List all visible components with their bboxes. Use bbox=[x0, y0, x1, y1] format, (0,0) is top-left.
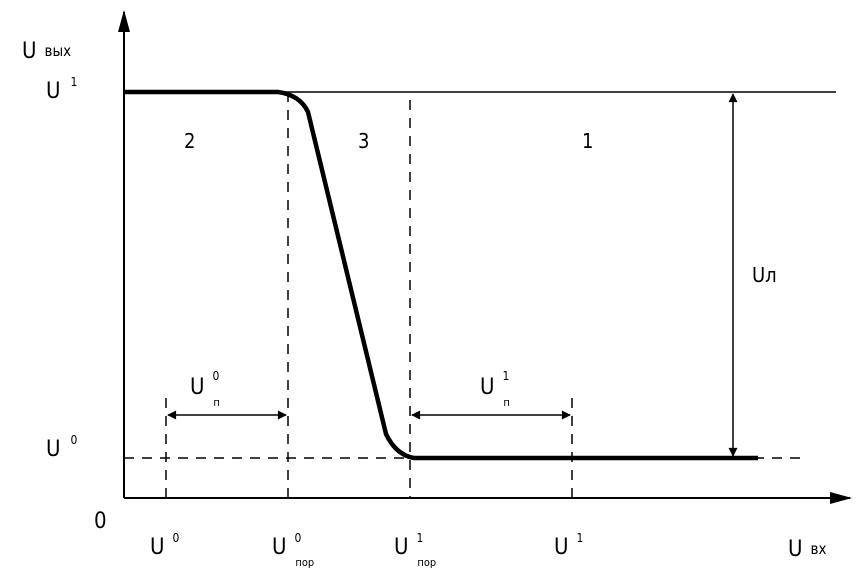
transfer-curve bbox=[124, 89, 758, 461]
region-2-label: 2 bbox=[184, 129, 195, 153]
y-axis-arrow bbox=[118, 10, 130, 32]
logic-swing-label: Uл bbox=[752, 263, 777, 287]
x-axis-arrow bbox=[830, 492, 852, 504]
region-3-label: 3 bbox=[358, 129, 369, 153]
region-1-label: 1 bbox=[582, 129, 593, 153]
origin-label: 0 bbox=[94, 509, 107, 534]
